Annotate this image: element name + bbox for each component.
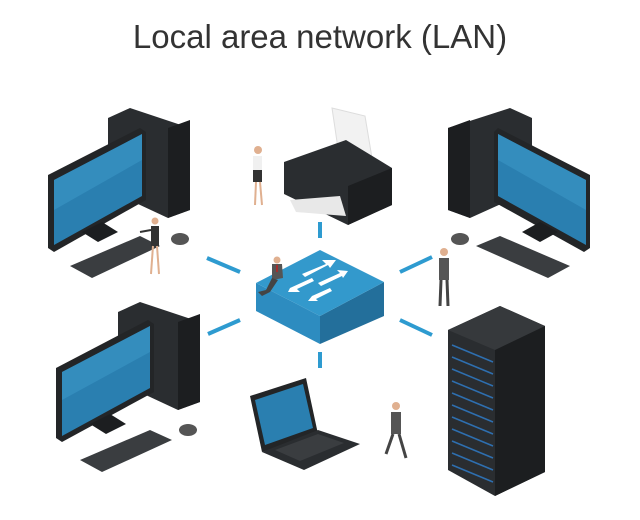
laptop bbox=[250, 378, 360, 470]
person-man-standing bbox=[438, 248, 450, 307]
diagram-title: Local area network (LAN) bbox=[132, 18, 508, 55]
person-woman-pointing bbox=[139, 217, 160, 275]
person-sitting bbox=[258, 256, 283, 296]
printer bbox=[253, 107, 392, 225]
connector-top-left bbox=[206, 256, 241, 274]
person-man-walking bbox=[384, 402, 408, 459]
server-rack bbox=[384, 306, 545, 496]
desktop-top-right bbox=[438, 108, 590, 307]
connector-bottom-right bbox=[399, 318, 433, 337]
connector-bottom-left bbox=[207, 318, 241, 336]
desktop-top-left bbox=[48, 108, 190, 278]
connector-top-right bbox=[399, 255, 433, 274]
server-units bbox=[451, 344, 494, 483]
switch-arrows-icon bbox=[288, 260, 348, 301]
connectors bbox=[206, 222, 433, 368]
network-switch bbox=[256, 250, 384, 344]
person-woman-standing bbox=[253, 146, 263, 206]
desktop-bottom-left bbox=[56, 302, 200, 472]
